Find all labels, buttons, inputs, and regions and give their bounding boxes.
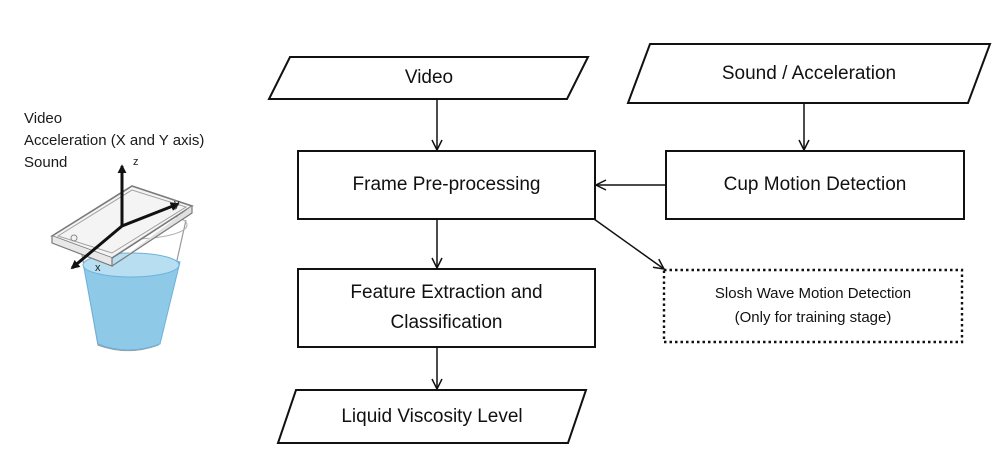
axis-label-z: z xyxy=(133,156,139,168)
sensor-label-sound: Sound xyxy=(24,154,68,171)
sensor-label-video: Video xyxy=(24,110,63,127)
sensor-list: Video Acceleration (X and Y axis) Sound xyxy=(24,108,204,174)
sensor-label-acceleration: Acceleration (X and Y axis) xyxy=(24,132,205,149)
node-slosh-label: Slosh Wave Motion Detection (Only for tr… xyxy=(664,270,962,342)
node-liquid-label: Liquid Viscosity Level xyxy=(341,405,523,427)
node-sound-accel-label: Sound / Acceleration xyxy=(721,62,897,84)
node-feature-line1: Feature Extraction and xyxy=(350,282,543,303)
node-slosh-shape xyxy=(662,268,964,344)
axis-label-x: x xyxy=(95,262,101,274)
node-cup-motion-shape xyxy=(665,150,965,220)
axis-label-y: y xyxy=(174,198,180,210)
node-frame-pre-label: Frame Pre-processing xyxy=(352,174,541,195)
phone-on-cup-icon xyxy=(50,164,194,352)
node-liquid-shape xyxy=(276,389,588,444)
node-slosh-line2: (Only for training stage) xyxy=(734,309,892,326)
node-feature-line2: Classification xyxy=(390,312,503,333)
node-slosh-line1: Slosh Wave Motion Detection xyxy=(714,285,912,302)
node-feature-shape xyxy=(297,268,596,348)
node-feature-label: Feature Extraction and Classification xyxy=(298,269,595,347)
node-frame-pre-shape xyxy=(297,150,596,220)
node-sound-accel-shape xyxy=(626,43,992,104)
node-cup-motion-label: Cup Motion Detection xyxy=(723,174,907,195)
node-video-label: Video xyxy=(404,67,454,88)
node-video-shape xyxy=(267,56,590,100)
arrow-frame-to-slosh xyxy=(593,218,664,269)
